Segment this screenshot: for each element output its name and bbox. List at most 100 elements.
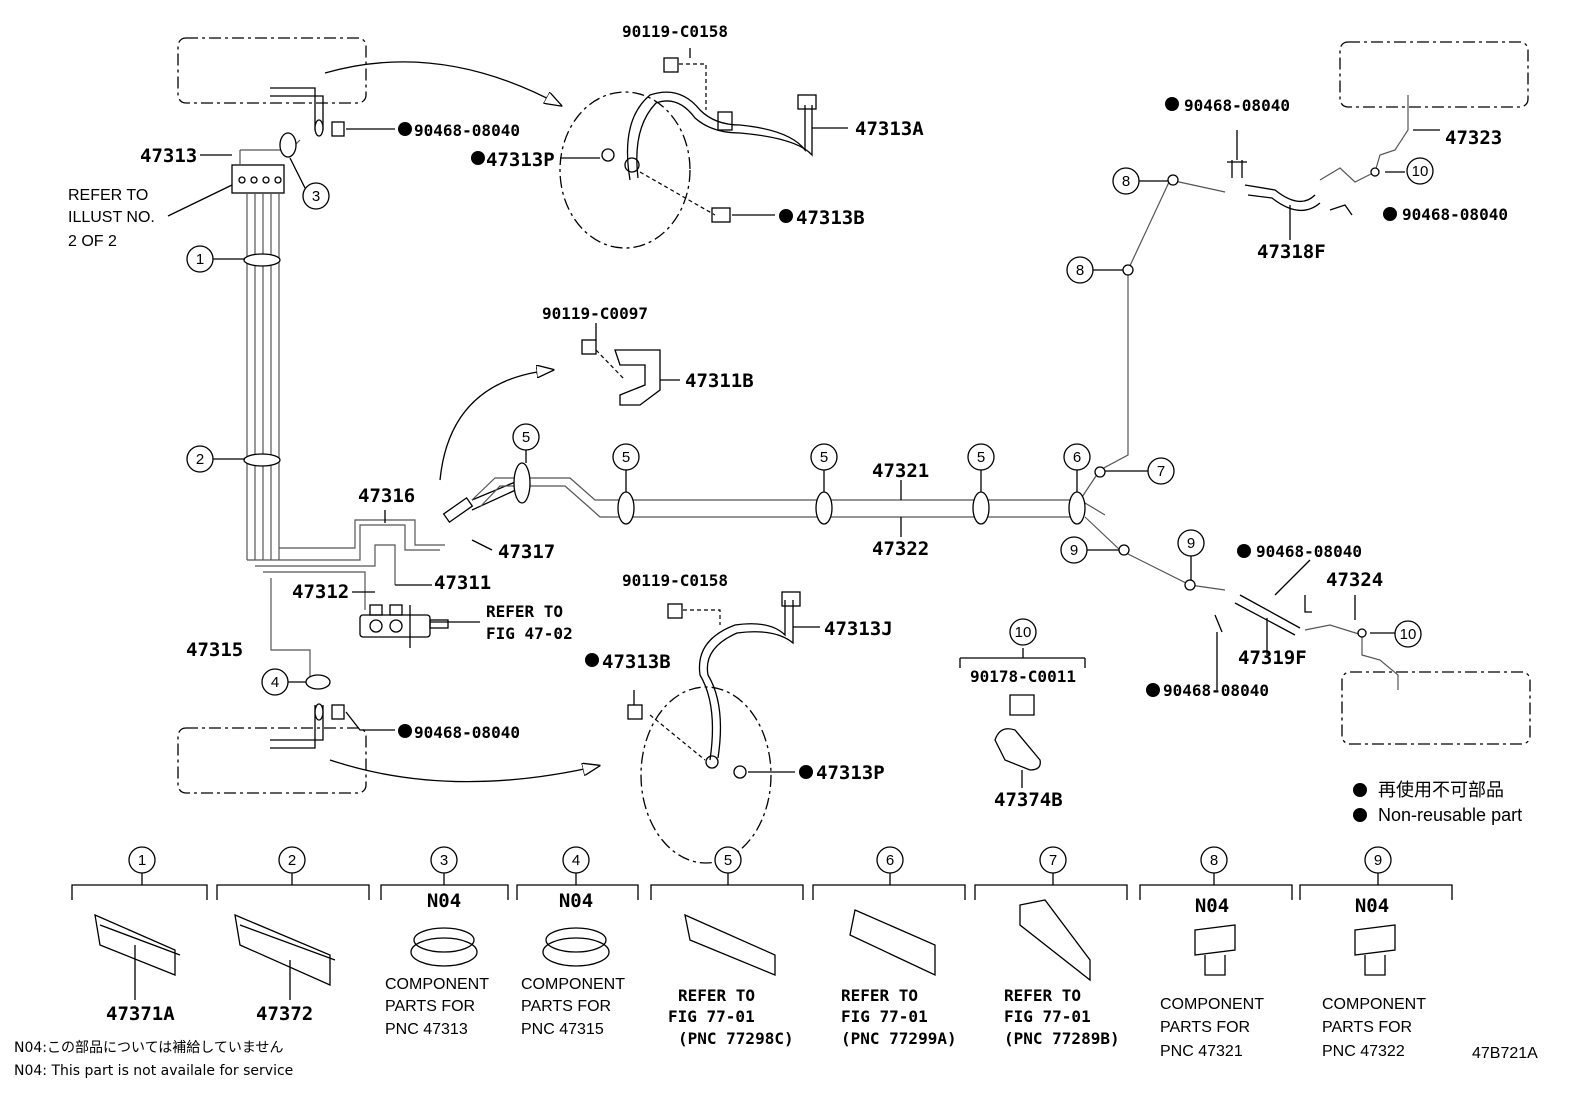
label-90119-C0097: 90119-C0097: [542, 304, 648, 323]
bottom-4-line3: PNC 47315: [521, 1021, 604, 1038]
callout-4: 4: [271, 674, 279, 691]
callout-5a: 5: [522, 429, 530, 446]
bottom-left-wheel-box: [177, 703, 598, 794]
bottom-8-line3: PNC 47321: [1160, 1043, 1243, 1060]
bottom-6-line1: REFER TO: [841, 986, 918, 1005]
label-47311: 47311: [434, 572, 491, 594]
bottom-callout-6: 6: [886, 852, 894, 869]
bottom-callout-3: 3: [440, 852, 448, 869]
note-n04-en: N04: This part is not availale for servi…: [14, 1063, 293, 1079]
label-47323: 47323: [1445, 127, 1502, 149]
label-90178-C0011: 90178-C0011: [970, 667, 1076, 686]
label-90119-C0158-bottom: 90119-C0158: [622, 571, 728, 590]
label-47319F: 47319F: [1238, 647, 1307, 669]
bottom-1-part: 47371A: [106, 1003, 175, 1025]
label-47313A: 47313A: [855, 118, 924, 140]
bottom-row-frames: [71, 873, 1453, 1000]
grommet-3: [279, 132, 297, 158]
bottom-callout-8: 8: [1210, 852, 1218, 869]
bottom-4-line1: COMPONENT: [521, 976, 625, 993]
top-left-wheel-box: [177, 37, 560, 137]
label-90468-bottom-left: 90468-08040: [414, 723, 520, 742]
bottom-7-line1: REFER TO: [1004, 986, 1081, 1005]
refer-illust-line2: ILLUST NO.: [68, 209, 155, 226]
label-90468-top-right-2: 90468-08040: [1402, 205, 1508, 224]
refer-fig-47-02-line1: REFER TO: [486, 602, 563, 621]
bottom-3-top: N04: [427, 890, 461, 912]
bottom-5-line3: (PNC 77298C): [678, 1029, 794, 1048]
bottom-callout-1: 1: [138, 852, 146, 869]
label-90468-top-left: 90468-08040: [414, 121, 520, 140]
bottom-8-line1: COMPONENT: [1160, 996, 1264, 1013]
bottom-callout-7: 7: [1049, 852, 1057, 869]
main-brake-lines: [471, 174, 1226, 591]
callout-8b: 8: [1076, 262, 1084, 279]
bottom-8-top: N04: [1195, 895, 1229, 917]
callout-5b: 5: [622, 449, 630, 466]
callout-5d: 5: [977, 449, 985, 466]
bottom-3-line3: PNC 47313: [385, 1021, 468, 1038]
bottom-6-line3: (PNC 77299A): [841, 1029, 957, 1048]
label-47317: 47317: [498, 541, 555, 563]
label-47311B: 47311B: [685, 370, 754, 392]
bracket-47311B: [439, 323, 680, 481]
bottom-callout-4: 4: [572, 852, 580, 869]
label-47313J: 47313J: [824, 618, 893, 640]
clamp-1: [243, 253, 281, 267]
bottom-hose-detail: [585, 591, 820, 864]
label-47313: 47313: [140, 145, 197, 167]
label-47324: 47324: [1326, 569, 1383, 591]
bottom-9-line2: PARTS FOR: [1322, 1019, 1412, 1036]
callout-8a: 8: [1122, 173, 1130, 190]
bottom-9-line1: COMPONENT: [1322, 996, 1426, 1013]
label-47322: 47322: [872, 538, 929, 560]
bottom-callout-5: 5: [724, 852, 732, 869]
bottom-6-line2: FIG 77-01: [841, 1007, 928, 1026]
clamp-47374B: [959, 648, 1086, 788]
callout-10c: 10: [1015, 624, 1032, 641]
label-90468-right-1: 90468-08040: [1256, 542, 1362, 561]
bottom-4-top: N04: [559, 890, 593, 912]
callout-7: 7: [1157, 463, 1165, 480]
bottom-4-line2: PARTS FOR: [521, 998, 611, 1015]
illustration-code: 47B721A: [1472, 1045, 1538, 1062]
label-47316: 47316: [358, 485, 415, 507]
bottom-3-line1: COMPONENT: [385, 976, 489, 993]
bottom-row: 1 47371A 2 47372 3 N04 COMPONENT PARTS F…: [14, 846, 1538, 1079]
callout-10a: 10: [1412, 163, 1429, 180]
bottom-8-line2: PARTS FOR: [1160, 1019, 1250, 1036]
legend-en: Non-reusable part: [1378, 805, 1522, 825]
label-47315: 47315: [186, 639, 243, 661]
bottom-7-line3: (PNC 77289B): [1004, 1029, 1120, 1048]
bottom-5-line1: REFER TO: [678, 986, 755, 1005]
part-labels: 47313 REFER TO ILLUST NO. 2 OF 2 90468-0…: [68, 22, 1522, 825]
bottom-5-line2: FIG 77-01: [668, 1007, 755, 1026]
label-47313B-top: 47313B: [796, 207, 865, 229]
left-harness: [231, 132, 445, 690]
label-47321: 47321: [872, 460, 929, 482]
label-90468-right-2: 90468-08040: [1163, 681, 1269, 700]
label-47313B-bottom: 47313B: [602, 651, 671, 673]
label-90468-top-right-1: 90468-08040: [1184, 96, 1290, 115]
callout-10b: 10: [1400, 626, 1417, 643]
refer-illust-line1: REFER TO: [68, 187, 148, 204]
callout-circles: 1 2 3 4 5 5 5 5 6 7 8 8 9 9 10 10 10: [186, 157, 1434, 696]
label-90119-C0158-top: 90119-C0158: [622, 22, 728, 41]
rear-right-hose: [1165, 41, 1529, 240]
label-47313P-bottom: 47313P: [816, 762, 885, 784]
bottom-3-line2: PARTS FOR: [385, 998, 475, 1015]
legend-jp: 再使用不可部品: [1378, 780, 1504, 800]
label-47318F: 47318F: [1257, 241, 1326, 263]
callout-2: 2: [196, 451, 204, 468]
bottom-9-line3: PNC 47322: [1322, 1043, 1405, 1060]
bottom-callout-2: 2: [288, 852, 296, 869]
label-47313P-top: 47313P: [486, 149, 555, 171]
label-47374B: 47374B: [994, 789, 1063, 811]
clamp-2: [243, 453, 281, 467]
bottom-7-line2: FIG 77-01: [1004, 1007, 1091, 1026]
callout-9a: 9: [1070, 542, 1078, 559]
callout-6: 6: [1073, 449, 1081, 466]
callout-9b: 9: [1187, 535, 1195, 552]
callout-3: 3: [312, 188, 320, 205]
